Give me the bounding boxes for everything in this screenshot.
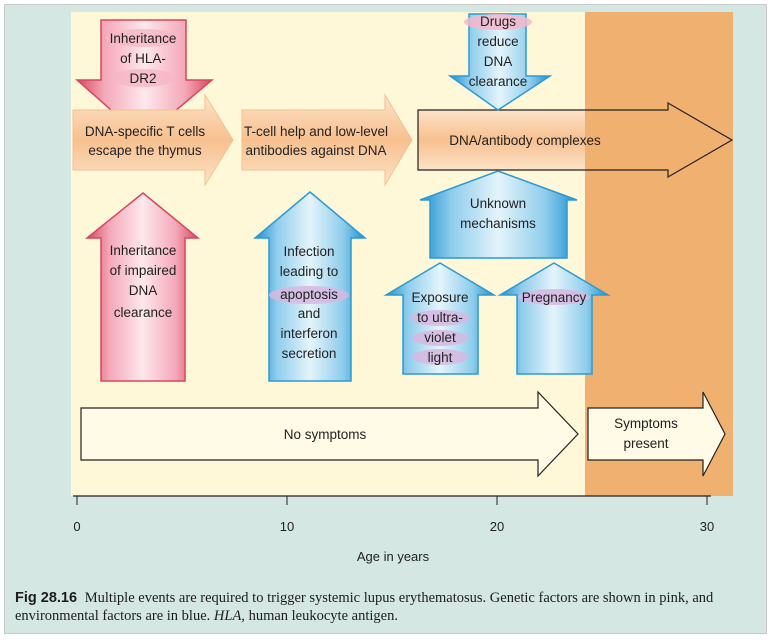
svg-text:Inheritance: Inheritance: [110, 31, 177, 46]
figure-number: Fig 28.16: [15, 590, 78, 606]
svg-text:Pregnancy: Pregnancy: [522, 290, 587, 305]
svg-text:of impaired: of impaired: [110, 263, 177, 278]
svg-text:escape the thymus: escape the thymus: [88, 143, 202, 158]
tick-label: 10: [280, 519, 294, 534]
genetic-factor-hla-dr2: Inheritance of HLA- DR2: [75, 19, 215, 139]
caption-abbr: HLA,: [213, 608, 245, 624]
process-arrow-t-cell-escape: DNA-specific T cells escape the thymus: [72, 93, 234, 187]
figure-caption: Fig 28.16 Multiple events are required t…: [15, 589, 760, 625]
svg-text:Unknown: Unknown: [470, 196, 526, 211]
svg-text:No symptoms: No symptoms: [284, 427, 367, 442]
svg-text:DR2: DR2: [129, 71, 156, 86]
axis-label: Age in years: [357, 549, 430, 564]
svg-text:apoptosis: apoptosis: [280, 287, 338, 302]
svg-text:Symptoms: Symptoms: [614, 416, 678, 431]
svg-text:mechanisms: mechanisms: [460, 216, 536, 231]
svg-text:T-cell help and low-level: T-cell help and low-level: [244, 124, 388, 139]
svg-text:violet: violet: [424, 330, 456, 345]
svg-text:DNA: DNA: [129, 283, 158, 298]
no-symptoms-arrow: No symptoms: [80, 390, 579, 478]
symptoms-present-arrow: Symptoms present: [587, 391, 726, 477]
svg-text:and: and: [298, 306, 321, 321]
svg-text:DNA-specific T cells: DNA-specific T cells: [85, 124, 206, 139]
svg-text:secretion: secretion: [282, 346, 337, 361]
environmental-factor-infection: Infection leading to apoptosis and inter…: [252, 191, 368, 382]
caption-rest: human leukocyte antigen.: [248, 608, 398, 624]
genetic-factor-impaired-clearance: Inheritance of impaired DNA clearance: [84, 192, 201, 382]
environmental-factor-drugs: Drugs reduce DNA clearance: [447, 13, 553, 111]
svg-text:light: light: [428, 350, 453, 365]
tick-label: 0: [73, 519, 80, 534]
environmental-factor-uv-light: Exposure to ultra- violet light: [383, 262, 497, 375]
svg-text:Drugs: Drugs: [480, 14, 516, 29]
environmental-factor-unknown: Unknown mechanisms: [419, 170, 578, 259]
svg-text:clearance: clearance: [114, 305, 173, 320]
svg-text:to ultra-: to ultra-: [417, 310, 463, 325]
svg-text:reduce: reduce: [477, 34, 518, 49]
caption-text: Multiple events are required to trigger …: [15, 590, 714, 624]
svg-text:DNA/antibody complexes: DNA/antibody complexes: [449, 133, 601, 148]
svg-text:Inheritance: Inheritance: [110, 243, 177, 258]
process-arrow-dna-antibody-complexes: DNA/antibody complexes: [417, 101, 734, 179]
svg-text:Exposure: Exposure: [411, 290, 468, 305]
svg-text:clearance: clearance: [469, 74, 528, 89]
svg-text:present: present: [623, 436, 668, 451]
svg-text:of HLA-: of HLA-: [120, 51, 166, 66]
age-axis: 0 10 20 30 Age in years: [73, 495, 714, 564]
svg-text:interferon: interferon: [280, 326, 337, 341]
tick-label: 20: [490, 519, 504, 534]
process-arrow-t-cell-help: T-cell help and low-level antibodies aga…: [241, 93, 413, 187]
svg-text:antibodies against DNA: antibodies against DNA: [245, 143, 386, 158]
svg-text:Infection: Infection: [283, 244, 334, 259]
svg-text:DNA: DNA: [484, 54, 513, 69]
svg-text:leading to: leading to: [280, 264, 339, 279]
environmental-factor-pregnancy: Pregnancy: [497, 262, 611, 375]
tick-label: 30: [700, 519, 714, 534]
